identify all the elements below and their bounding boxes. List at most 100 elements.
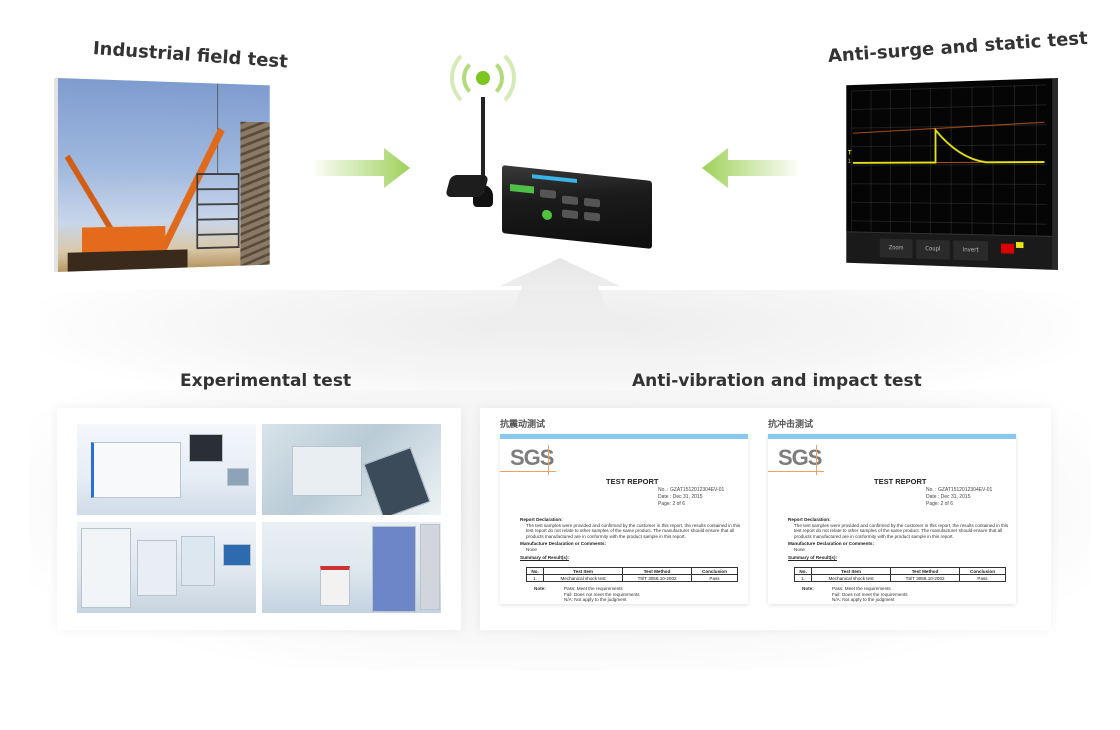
building-structure [240,121,270,266]
manufacture-heading: Manufacture Declaration or Comments: [520,541,607,547]
antenna [481,97,485,187]
table-cell: 1. [793,574,813,582]
report-number: GZAT1512012304EV-01 [669,487,725,493]
test-report-impact: 抗冲击测试 SGS TEST REPORT No. : GZAT15120123… [768,416,1016,612]
instrument-rack [91,442,181,498]
report-number: GZAT1512012304EV-01 [937,487,993,493]
logo-rule [548,445,549,475]
power-button-icon [542,209,552,221]
logo-rule [768,471,824,472]
arrow-right-icon [310,148,410,188]
serial-port [562,209,578,220]
meta-label: Page [926,501,938,507]
note-item: Pass: Meet the requirements [564,586,623,591]
softkey-zoom[interactable]: Zoom [879,238,913,259]
cabinet [420,524,440,610]
meta-label: No. [658,487,666,493]
serial-port [562,195,578,206]
table-header-row: No. Test Item Test Method Conclusion [793,567,1006,575]
meta-label: Date [926,494,937,500]
results-table: No. Test Item Test Method Conclusion 1. … [525,567,738,582]
stop-indicator [1000,243,1015,254]
manufacture-text: None [526,546,537,552]
declaration-heading: Report Declaration: [788,517,831,522]
softkey-coupl[interactable]: Coupl [916,239,950,260]
scope-softkey-bar: Zoom Coupl Invert [846,231,1053,270]
crane-base [67,249,188,272]
test-chamber [372,526,416,612]
lab-photo-test-bench [77,522,256,613]
column-header: Test Method [622,567,693,575]
industrial-field-test-heading: Industrial field test [92,38,289,73]
lab-photo-instrument-rack [77,424,256,515]
column-header: No. [793,567,813,575]
analyzer-tower [81,528,131,608]
channel-indicator [1015,241,1024,249]
note-item: Fail: Does not meet the requirements [564,591,640,597]
note-item: Fail: Does not meet the requirements [832,591,908,597]
anti-vibration-test-heading: Anti-vibration and impact test [632,371,922,391]
report-notes: Note: Pass: Meet the requirements Fail: … [802,586,908,603]
oven [320,566,350,606]
sgs-logo: SGS [778,445,822,470]
manufacture-text: None [794,546,805,552]
handheld-device [363,447,431,515]
ethernet-port [540,189,556,199]
logo-rule [500,471,556,472]
experimental-test-card [57,408,461,630]
logo-rule [816,445,817,475]
table-header-row: No. Test Item Test Method Conclusion [525,567,738,575]
declaration-text: The test samples were provided and confi… [794,522,1009,539]
meta-label: No. [926,487,934,493]
oscilloscope-photo: T 1 Zoom Coupl Invert [846,78,1058,270]
column-header: Conclusion [959,567,1006,575]
table-cell: Mechanical shock test [543,574,624,582]
lab-photo-handheld-analyzer [262,424,441,515]
gps-antenna [445,175,489,197]
column-header: Test Item [543,567,624,575]
report-page: 2 of 6 [940,501,953,507]
table-cell: T8/T 3058.10-2002 [622,574,693,582]
device-accent-stripe [532,174,577,183]
note-label: Note: [802,586,814,591]
report-notes: Note: Pass: Meet the requirements Fail: … [534,586,640,603]
channel-marker: 1 [847,159,851,165]
analyzer-unit [292,446,362,496]
softkey-invert[interactable]: Invert [953,240,988,261]
declaration-text: The test samples were provided and confi… [526,522,741,539]
meta-label: Date [658,494,669,500]
report-meta: No. : GZAT1512012304EV-01 Date : Dec 31,… [658,487,725,507]
table-row: 1. Mechanical shock test T8/T 3058.10-20… [525,574,738,582]
sgs-logo: SGS [510,445,554,470]
lab-photo-environment-chamber [262,522,441,613]
trigger-marker: T [847,149,852,157]
waveform [846,78,1052,238]
industrial-field-photo [58,78,270,272]
note-label: Note: [534,586,546,591]
report-declaration: Report Declaration: The test samples wer… [520,517,742,560]
column-header: Test Method [890,567,961,575]
signal-wave-inner [462,57,504,99]
report-page: 2 of 6 [672,501,685,507]
router-body [502,165,652,249]
monitor [189,434,223,462]
anti-surge-test-heading: Anti-surge and static test [827,27,1089,67]
manufacture-heading: Manufacture Declaration or Comments: [788,541,875,547]
analyzer-unit [181,536,215,586]
note-item: Pass: Meet the requirements [832,586,891,591]
report-document: SGS TEST REPORT No. : GZAT1512012304EV-0… [500,434,748,604]
results-table: No. Test Item Test Method Conclusion 1. … [793,567,1006,582]
summary-heading: Summary of Result(s): [520,554,570,560]
table-cell: Pass [959,574,1006,582]
report-meta: No. : GZAT1512012304EV-01 Date : Dec 31,… [926,487,993,507]
monitor [223,544,251,566]
report-date: Dec 31, 2015 [940,494,971,500]
document-title: TEST REPORT [606,477,659,486]
meta-label: Page [658,501,670,507]
report-title: 抗震动测试 [500,420,546,430]
small-monitor [227,468,249,486]
signal-icon [476,71,490,85]
column-header: No. [525,567,545,575]
signal-wave-outer [450,45,516,111]
document-title: TEST REPORT [874,477,927,486]
